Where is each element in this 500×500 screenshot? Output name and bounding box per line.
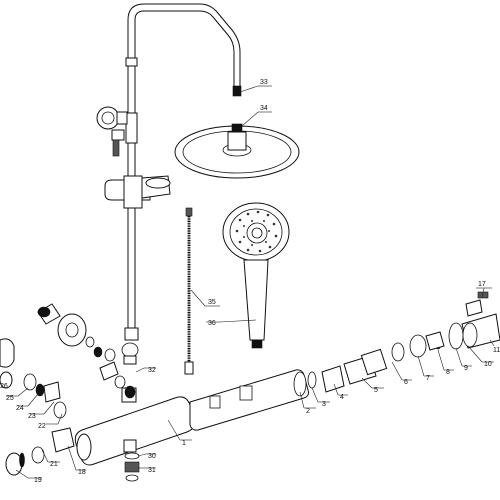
label-35: 35 (208, 299, 216, 306)
overhead-shower-head (174, 123, 300, 179)
label-2: 2 (306, 408, 310, 415)
label-6: 6 (404, 379, 408, 386)
label-34: 34 (260, 105, 268, 112)
label-11: 11 (493, 347, 500, 354)
wall-bracket (96, 106, 128, 157)
label-3: 3 (322, 401, 326, 408)
label-32: 32 (148, 367, 156, 374)
shower-hose (184, 207, 194, 375)
wall-elbow-and-flange (37, 303, 139, 399)
label-22: 22 (38, 423, 46, 430)
label-36: 36 (208, 320, 216, 327)
label-17: 17 (478, 281, 486, 288)
bottom-outlet-parts (124, 452, 140, 482)
label-18: 18 (78, 469, 86, 476)
label-8: 8 (446, 369, 450, 376)
label-1: 1 (182, 440, 186, 447)
shower-arm-nut (232, 85, 242, 97)
label-24: 24 (16, 405, 24, 412)
part-number-labels: 33 34 35 36 1 2 3 4 5 6 7 8 9 10 11 17 1… (0, 79, 500, 484)
label-19: 19 (34, 477, 42, 484)
label-7: 7 (426, 375, 430, 382)
label-31: 31 (148, 467, 156, 474)
label-23: 23 (28, 413, 36, 420)
label-30: 30 (148, 453, 156, 460)
label-5: 5 (374, 387, 378, 394)
label-4: 4 (340, 394, 344, 401)
hand-shower-slider (104, 175, 171, 209)
thermostatic-cartridge-parts (189, 291, 500, 431)
label-21: 21 (50, 461, 58, 468)
leader-lines (6, 85, 495, 479)
label-10: 10 (484, 361, 492, 368)
label-26: 26 (0, 383, 8, 390)
label-25: 25 (6, 395, 14, 402)
hand-shower (222, 202, 290, 349)
left-cap-assembly (0, 338, 75, 476)
label-9: 9 (464, 365, 468, 372)
label-33: 33 (260, 79, 268, 86)
